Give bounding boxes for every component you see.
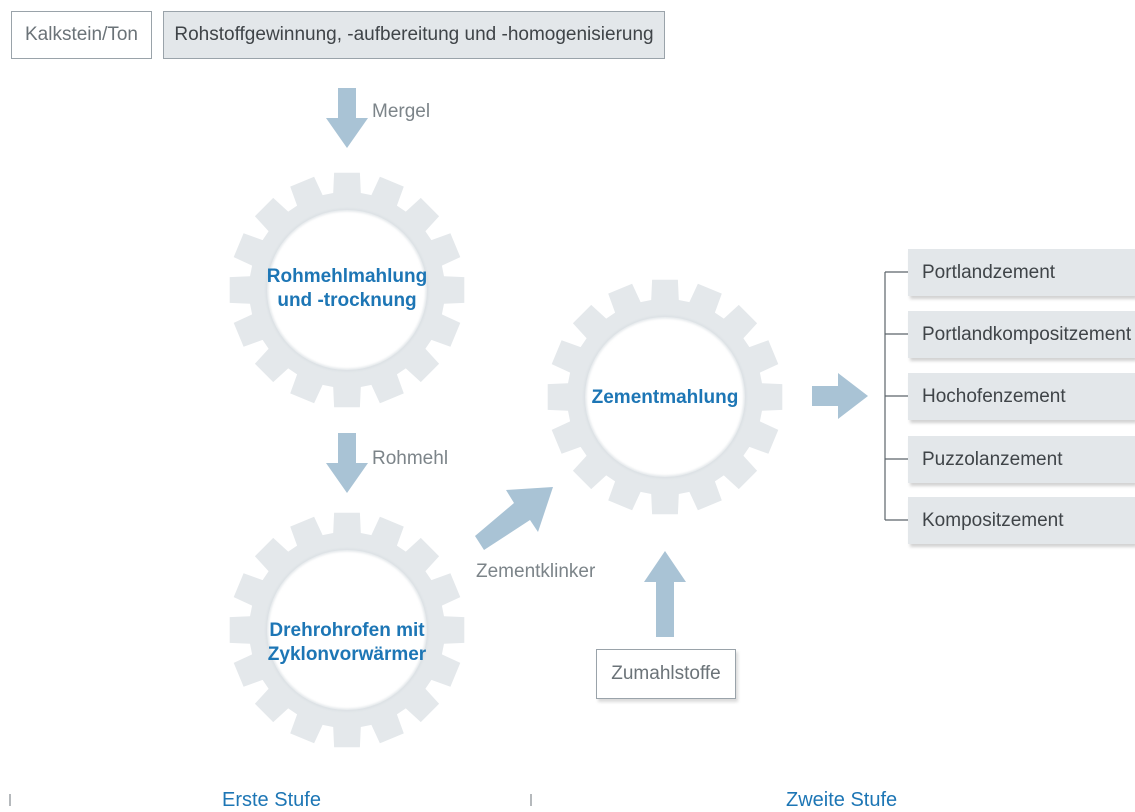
gear-rohmehlmahlung-hub xyxy=(267,210,427,370)
stage-second-label: Zweite Stufe xyxy=(786,789,898,811)
gear-zementmahlung-label: Zementmahlung xyxy=(565,386,765,410)
gear-drehrohrofen-hub xyxy=(267,550,427,710)
label-rohmehl: Rohmehl xyxy=(372,448,449,469)
gear-drehrohrofen-line2: Zyklonvorwärmer xyxy=(267,644,427,665)
gear-rohmehlmahlung xyxy=(229,172,465,408)
label-mergel: Mergel xyxy=(372,101,431,122)
gear-rohmehlmahlung-line1: Rohmehlmahlung xyxy=(266,266,428,287)
gear-rohmehlmahlung-rim xyxy=(266,209,428,371)
gear-zementmahlung-line1: Zementmahlung xyxy=(591,387,739,408)
arrow-zementklinker xyxy=(475,487,553,550)
arrow-mergel xyxy=(326,88,368,148)
input-zumahlstoffe: Zumahlstoffe xyxy=(596,649,736,699)
gear-zementmahlung-hub xyxy=(585,317,745,477)
input-kalkstein-ton: Kalkstein/Ton xyxy=(11,11,152,59)
gear-drehrohrofen-rim xyxy=(266,549,428,711)
product-hochofenzement: Hochofenzement xyxy=(908,373,1135,420)
gear-drehrohrofen-line1: Drehrohrofen mit xyxy=(269,620,425,641)
process-rohstoffgewinnung: Rohstoffgewinnung, -aufbereitung und -ho… xyxy=(163,11,665,59)
product-puzzolanzement: Puzzolanzement xyxy=(908,436,1135,483)
product-portlandkompositzement: Portlandkompositzement xyxy=(908,311,1135,358)
label-zementklinker: Zementklinker xyxy=(476,561,596,582)
product-kompositzement: Kompositzement xyxy=(908,497,1135,544)
gear-rohmehlmahlung-label: Rohmehlmahlung und -trocknung xyxy=(247,265,447,313)
arrow-to-products xyxy=(812,373,868,419)
arrow-rohmehl xyxy=(326,433,368,493)
product-portlandzement: Portlandzement xyxy=(908,249,1135,296)
gear-drehrohrofen xyxy=(229,512,465,748)
gear-drehrohrofen-label: Drehrohrofen mit Zyklonvorwärmer xyxy=(247,619,447,667)
gear-zementmahlung xyxy=(547,279,783,515)
gear-zementmahlung-rim xyxy=(584,316,746,478)
stage-first-label: Erste Stufe xyxy=(222,789,321,811)
arrow-zumahlstoffe xyxy=(644,551,686,637)
gear-rohmehlmahlung-line2: und -trocknung xyxy=(277,290,417,311)
product-bracket xyxy=(884,271,908,521)
